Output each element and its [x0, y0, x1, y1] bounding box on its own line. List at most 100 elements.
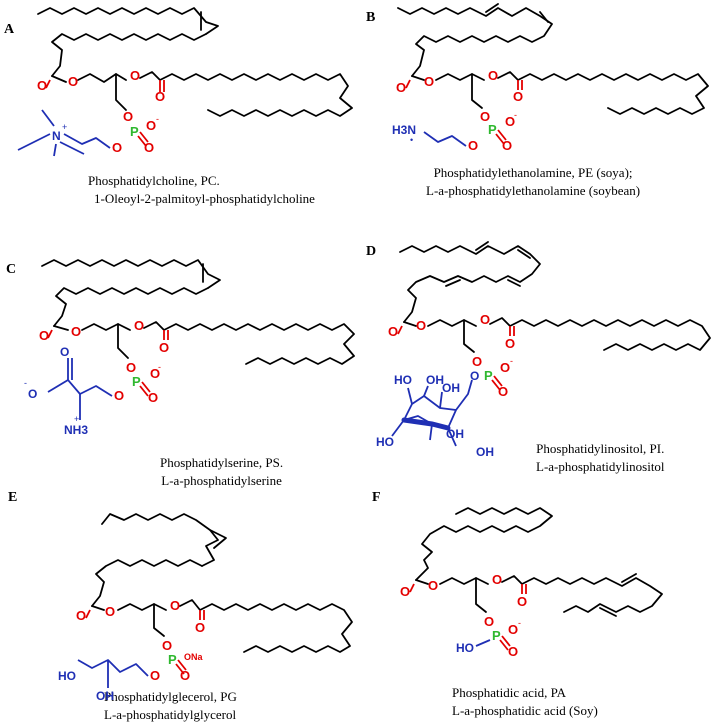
atom-o: O	[513, 89, 523, 104]
caption-a-line1: Phosphatidylcholine, PC.	[88, 173, 220, 188]
caption-b: Phosphatidylethanolamine, PE (soya); L-a…	[426, 164, 640, 200]
atom-o: O	[424, 74, 434, 89]
atom-o: O	[498, 384, 508, 399]
atom-o: O	[508, 644, 518, 659]
atom-hydroxyl: OH	[442, 381, 460, 395]
caption-e-line1: Phosphatidylglecerol, PG	[104, 689, 237, 704]
atom-n: N	[52, 129, 61, 143]
atom-p: P	[132, 374, 141, 389]
charge-minus: -	[24, 378, 27, 388]
atom-o: O	[114, 388, 124, 403]
atom-o: O	[180, 668, 190, 683]
atom-p: P	[130, 124, 139, 139]
atom-ona: ONa	[184, 652, 204, 662]
atom-hydroxyl: OH	[96, 689, 114, 703]
atom-o: O	[28, 387, 37, 401]
caption-c-line2: L-a-phosphatidylserine	[161, 473, 282, 488]
atom-hydroxyl: HO	[394, 373, 412, 387]
charge-plus: +	[74, 414, 79, 424]
panel-letter-d: D	[366, 244, 377, 259]
charge-dot: •	[410, 135, 413, 145]
atom-hydroxyl: OH	[446, 427, 464, 441]
atom-o: O	[472, 354, 482, 369]
atom-o: O	[470, 369, 479, 383]
caption-b-line1: Phosphatidylethanolamine, PE (soya);	[433, 165, 633, 180]
atom-amine: H3N	[392, 123, 416, 137]
panel-letter-f: F	[372, 490, 381, 505]
caption-d-line2: L-a-phosphatidylinositol	[536, 459, 665, 474]
atom-o: O	[130, 68, 140, 83]
structure-a: O O O O O P O - O O N +	[17, 7, 353, 157]
atom-o: O	[71, 324, 81, 339]
atom-o: O	[480, 109, 490, 124]
structure-e: O O O O O P ONa O O HO OH	[58, 513, 353, 703]
atom-o: O	[502, 138, 512, 153]
caption-f: Phosphatidic acid, PA L-a-phosphatidic a…	[452, 684, 598, 720]
panel-letter-b: B	[366, 10, 376, 25]
structure-b: O O O O O P O - O O H3N •	[392, 3, 709, 153]
atom-o: O	[39, 328, 49, 343]
structure-f: O O O O O P O - O HO	[400, 507, 663, 659]
atom-o: O	[68, 74, 78, 89]
atom-o: O	[159, 340, 169, 355]
atom-o: O	[480, 312, 490, 327]
panel-letter-a: A	[4, 22, 15, 37]
caption-c-line1: Phosphatidylserine, PS.	[160, 455, 284, 470]
atom-o: O	[123, 109, 133, 124]
atom-o: O	[488, 68, 498, 83]
caption-e-line2: L-a-phosphatidylglycerol	[104, 707, 237, 722]
atom-p: P	[168, 652, 177, 667]
atom-o: O	[484, 614, 494, 629]
atom-o: O	[170, 598, 180, 613]
atom-o: O	[134, 318, 144, 333]
panel-letter-e: E	[8, 490, 18, 505]
atom-hydroxyl: OH	[476, 445, 494, 459]
charge-plus: +	[62, 122, 67, 132]
caption-c: Phosphatidylserine, PS. L-a-phosphatidyl…	[160, 454, 283, 490]
atom-hydroxyl: OH	[426, 373, 444, 387]
atom-o: O	[155, 89, 165, 104]
atom-o: O	[505, 114, 515, 129]
charge-minus: -	[158, 362, 161, 372]
atom-o: O	[505, 336, 515, 351]
atom-o: O	[162, 638, 172, 653]
atom-o: O	[60, 345, 69, 359]
atom-o: O	[126, 360, 136, 375]
atom-o: O	[105, 604, 115, 619]
atom-o: O	[150, 366, 160, 381]
atom-o: O	[112, 140, 122, 155]
atom-o: O	[76, 608, 86, 623]
atom-o: O	[388, 324, 398, 339]
atom-o: O	[150, 668, 160, 683]
caption-d-line1: Phosphatidylinositol, PI.	[536, 441, 665, 456]
charge-minus: -	[510, 356, 513, 366]
atom-o: O	[396, 80, 406, 95]
panel-letter-c: C	[6, 262, 17, 277]
atom-o: O	[148, 390, 158, 405]
caption-d: Phosphatidylinositol, PI. L-a-phosphatid…	[536, 440, 665, 476]
atom-o: O	[492, 572, 502, 587]
structure-d: O O O O O P O - O O HO OH OH HO OH OH	[376, 241, 711, 459]
caption-a: Phosphatidylcholine, PC. 1-Oleoyl-2-palm…	[88, 172, 315, 208]
atom-p: P	[488, 122, 497, 137]
structure-c: O O O O O P O - O O O O - NH3 +	[24, 259, 355, 437]
atom-o: O	[500, 360, 510, 375]
charge-minus: -	[156, 114, 159, 124]
atom-o: O	[508, 622, 518, 637]
atom-hydroxyl: HO	[58, 669, 76, 683]
atom-p: P	[492, 628, 501, 643]
atom-o: O	[144, 140, 154, 155]
charge-minus: -	[514, 110, 517, 120]
atom-o: O	[428, 578, 438, 593]
atom-o: O	[517, 594, 527, 609]
atom-o: O	[468, 138, 478, 153]
caption-f-line2: L-a-phosphatidic acid (Soy)	[452, 703, 598, 718]
atom-hydroxyl: HO	[456, 641, 474, 655]
caption-b-line2: L-a-phosphatidylethanolamine (soybean)	[426, 183, 641, 198]
caption-e: Phosphatidylglecerol, PG L-a-phosphatidy…	[104, 688, 237, 724]
atom-hydroxyl: HO	[376, 435, 394, 449]
atom-o: O	[37, 78, 47, 93]
atom-p: P	[484, 368, 493, 383]
caption-f-line1: Phosphatidic acid, PA	[452, 685, 566, 700]
